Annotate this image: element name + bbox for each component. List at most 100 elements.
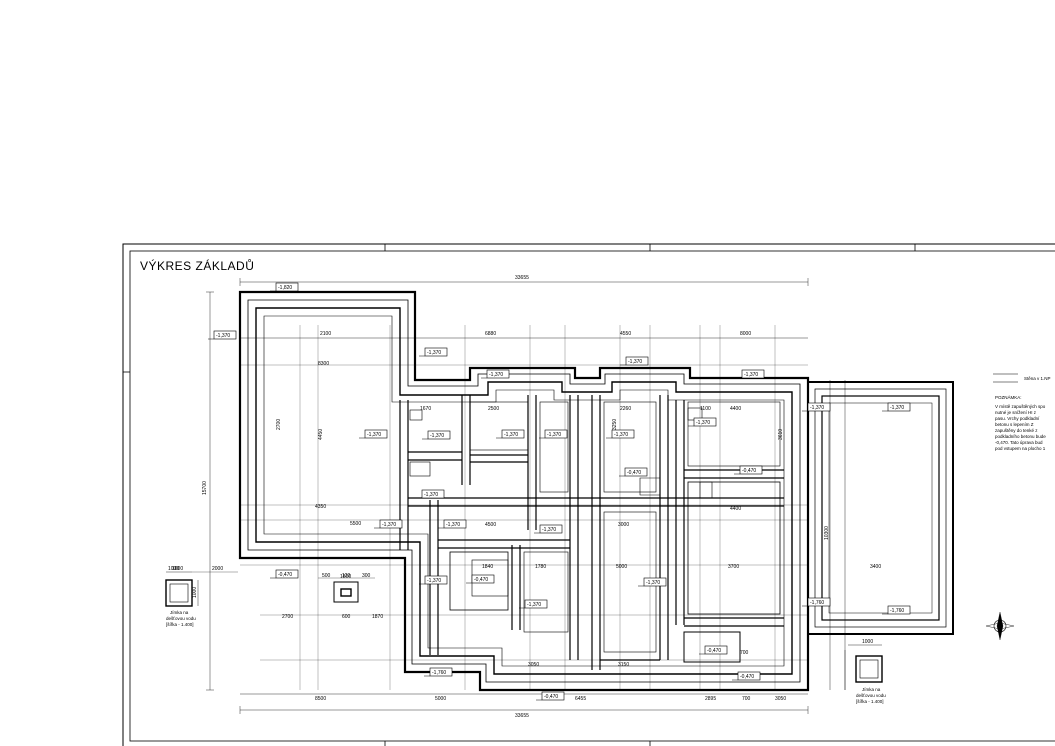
dim-interior: 2700 xyxy=(282,614,293,620)
level-tag-box xyxy=(364,429,388,439)
dim-interior: 3050 xyxy=(528,662,539,668)
level-tag: -1,370 xyxy=(744,372,758,378)
level-tag: -1,370 xyxy=(427,350,441,356)
dim-top-3: 4550 xyxy=(620,331,631,337)
level-tag: -1,370 xyxy=(367,432,381,438)
dim-top-4: 8000 xyxy=(740,331,751,337)
level-tag-box xyxy=(424,347,448,357)
level-tag-box xyxy=(429,667,453,677)
level-tag-box xyxy=(741,369,765,379)
dim-interior: 4400 xyxy=(730,506,741,512)
note-line: V místě zapuštěných spo xyxy=(995,404,1046,409)
level-tag: -1,760 xyxy=(810,600,824,606)
level-tag-box xyxy=(625,356,649,366)
right-tank-caption: [šířka - 1.400] xyxy=(856,699,884,704)
dim-interior: 4500 xyxy=(485,522,496,528)
note-line: pod vstupem na plocho 1 xyxy=(995,446,1046,451)
right-tank-size: 1000 xyxy=(862,639,873,645)
level-tag: -1,760 xyxy=(432,670,446,676)
dim-interior: 2700 xyxy=(276,419,282,430)
dim-interior: 3150 xyxy=(618,662,629,668)
dim-overall-left: 15700 xyxy=(202,481,208,495)
dim-interior: 4450 xyxy=(318,429,324,440)
level-tag: -1,370 xyxy=(696,420,710,426)
level-tags: -1,820 -1,370 -1,370 -1,370 -1,370 -1,370 -1,3… xyxy=(208,282,911,701)
level-tag: -1,370 xyxy=(547,432,561,438)
dim-bottom-1: 8500 xyxy=(315,696,326,702)
level-tag: -1,370 xyxy=(810,405,824,411)
level-tag: -0,470 xyxy=(742,468,756,474)
legend: Stěna v 1.NP xyxy=(993,373,1051,383)
level-tag-box xyxy=(379,519,403,529)
level-tag: -1,370 xyxy=(527,602,541,608)
level-tag: -1,370 xyxy=(446,522,460,528)
level-tag-box xyxy=(807,402,831,412)
level-tag-box xyxy=(443,519,467,529)
level-tag-box xyxy=(427,430,451,440)
level-tag-box xyxy=(739,465,763,475)
level-tag: -1,370 xyxy=(614,432,628,438)
dim-top-1: 2100 xyxy=(320,331,331,337)
dim-interior: 1670 xyxy=(420,406,431,412)
dim-bottom-4: 2895 xyxy=(705,696,716,702)
level-tag: -1,370 xyxy=(427,578,441,584)
right-tank-caption: dešťovou vodu xyxy=(856,693,886,698)
dim-interior: 3000 xyxy=(618,522,629,528)
overall-dimensions xyxy=(206,278,846,714)
dim-interior: 1810 xyxy=(340,574,351,580)
dim-interior: 1870 xyxy=(372,614,383,620)
dim-bottom-2: 5000 xyxy=(435,696,446,702)
level-tag: -0,470 xyxy=(627,470,641,476)
level-tag-box xyxy=(611,429,635,439)
legend-item: Stěna v 1.NP xyxy=(1024,376,1051,381)
left-tank-caption: Jímka na xyxy=(170,610,189,615)
dim-interior: 1100 xyxy=(700,406,711,412)
level-tag: -1,370 xyxy=(430,433,444,439)
level-tag-box xyxy=(643,577,667,587)
dim-interior: 600 xyxy=(342,614,351,620)
level-tag: -1,370 xyxy=(382,522,396,528)
level-tag: -0,470 xyxy=(707,648,721,654)
level-tag: -1,370 xyxy=(216,333,230,339)
level-tag-box xyxy=(704,645,728,655)
level-tag: -0,470 xyxy=(278,572,292,578)
note-line: nutné je snížení HI z xyxy=(995,410,1037,415)
pit-dim: 500 xyxy=(322,573,331,579)
dim-interior: 5500 xyxy=(350,521,361,527)
level-tag: -1,760 xyxy=(890,608,904,614)
dim-interior: 700 xyxy=(740,650,749,656)
level-tag: -1,370 xyxy=(542,527,556,533)
level-tag: -1,370 xyxy=(890,405,904,411)
level-tag: -0,470 xyxy=(740,674,754,680)
right-annex-outline xyxy=(807,381,954,635)
level-tag: -1,370 xyxy=(628,359,642,365)
level-tag-box xyxy=(424,575,448,585)
level-tag: -1,820 xyxy=(278,285,292,291)
pit-detail xyxy=(318,577,375,603)
level-tag-box xyxy=(624,467,648,477)
notes-block: POZNÁMKA: V místě zapuštěných spo nutné … xyxy=(995,394,1046,451)
level-tag-box xyxy=(539,524,563,534)
level-tag-box xyxy=(887,605,911,615)
level-tag-box xyxy=(737,671,761,681)
interior-dimension-texts: 8300 5500 4350 1670 2500 2260 1100 4400 … xyxy=(168,361,881,668)
dim-interior: 2000 xyxy=(212,566,223,572)
dim-overall-bottom: 33655 xyxy=(515,713,529,719)
level-tag: -1,370 xyxy=(424,492,438,498)
dim-interior: 3400 xyxy=(870,564,881,570)
dimension-grid xyxy=(240,325,808,690)
dim-interior: 4350 xyxy=(315,504,326,510)
foundation-outline xyxy=(238,290,810,692)
dim-interior: 8300 xyxy=(318,361,329,367)
level-tag-box xyxy=(275,282,299,292)
note-line: -0,470. Tato úprava bud xyxy=(995,440,1043,445)
note-line: pasu. Vrchy podkladní xyxy=(995,416,1040,421)
level-tag-box xyxy=(421,489,445,499)
level-tag-box xyxy=(693,417,717,427)
level-tag: -1,370 xyxy=(504,432,518,438)
north-arrow-icon xyxy=(985,611,1015,641)
level-tag-box xyxy=(486,369,510,379)
level-tag: -0,470 xyxy=(474,577,488,583)
dim-bottom-3: 6455 xyxy=(575,696,586,702)
